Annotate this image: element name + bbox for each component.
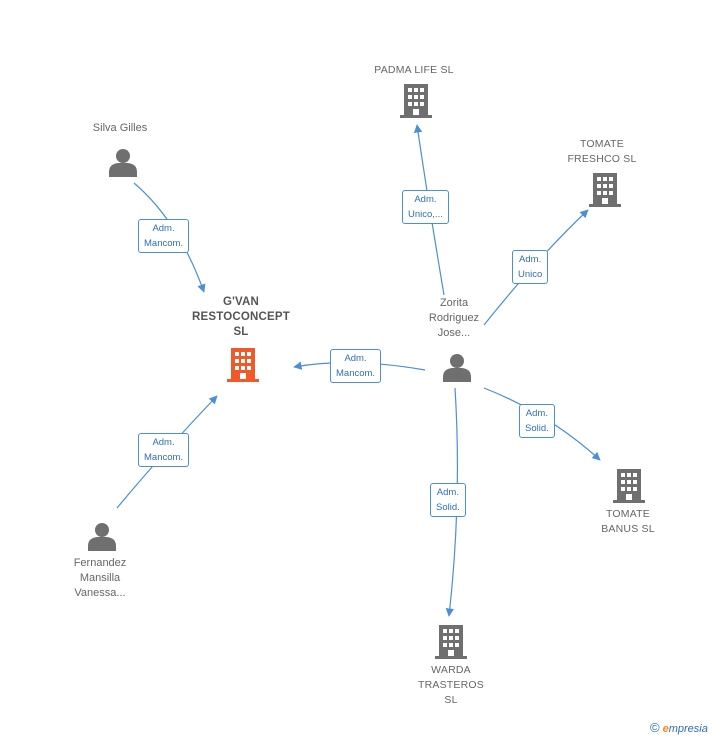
person-icon[interactable] [108,147,138,177]
node-zorita-label: Zorita Rodriguez Jose... [428,297,480,339]
building-icon[interactable] [435,623,467,659]
node-banus-label: TOMATE BANUS SL [601,508,655,535]
node-warda-label: WARDA TRASTEROS SL [418,664,484,706]
edge-label-zorita-freshco[interactable]: Adm. Unico [512,250,549,284]
copyright-icon: © [650,720,660,735]
building-icon[interactable] [613,467,645,503]
node-padma-label: PADMA LIFE SL [374,64,454,76]
building-icon[interactable] [227,346,259,382]
edge-label-zorita-gvan[interactable]: Adm. Mancom. [330,349,382,383]
person-icon[interactable] [442,352,472,382]
building-icon[interactable] [400,82,432,118]
node-gvan-label: G'VAN RESTOCONCEPT SL [191,296,291,338]
node-silva-label: Silva Gilles [92,122,148,134]
empresia-logo: ©empresia [650,720,708,735]
node-freshco-label: TOMATE FRESHCO SL [567,138,637,165]
edge-label-fernandez-gvan[interactable]: Adm. Mancom. [138,433,190,467]
edge-label-zorita-padma[interactable]: Adm. Unico,... [402,190,449,224]
edge-label-silva-gvan[interactable]: Adm. Mancom. [138,219,190,253]
person-icon[interactable] [87,521,117,551]
edge-label-zorita-banus[interactable]: Adm. Solid. [519,404,555,438]
building-icon[interactable] [589,171,621,207]
edge-label-zorita-warda[interactable]: Adm. Solid. [430,483,466,517]
node-fernandez-label: Fernandez Mansilla Vanessa... [73,557,127,599]
